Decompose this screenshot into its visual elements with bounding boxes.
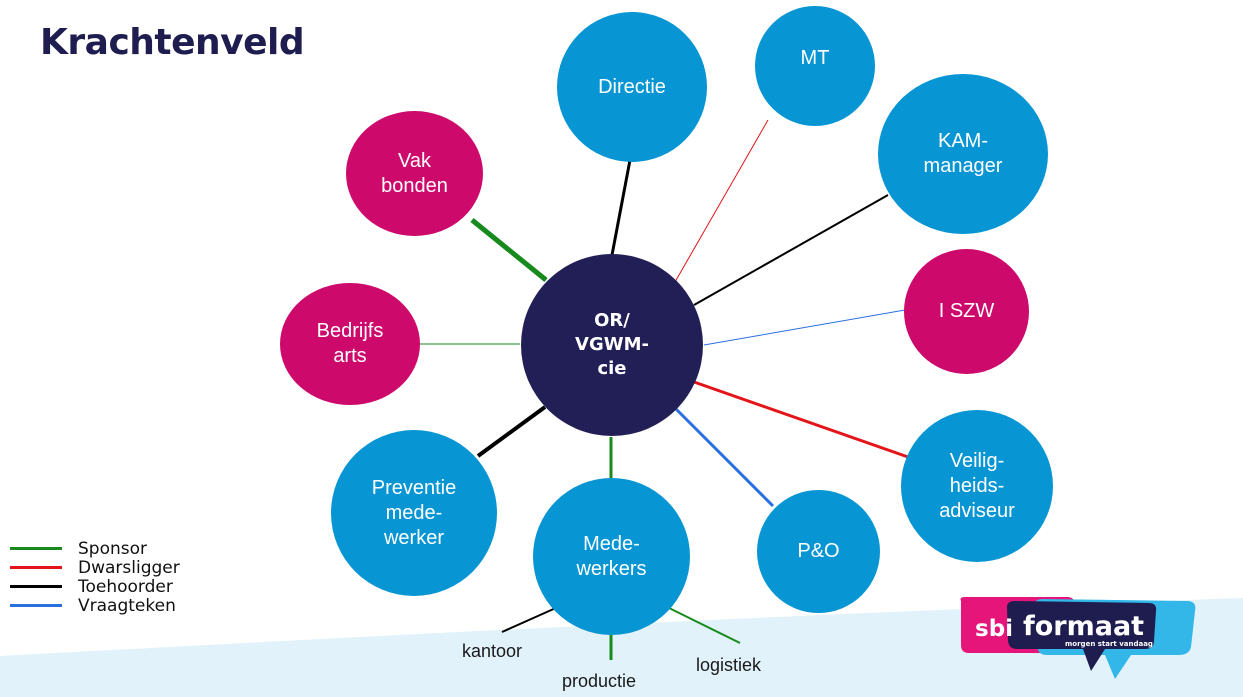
connector-preventiemedewerker (476, 405, 547, 458)
legend-label-toehoorder: Toehoorder (78, 576, 173, 597)
connector-directie (610, 159, 632, 256)
legend-label-vraagteken: Vraagteken (78, 595, 176, 616)
legend: Sponsor Dwarsligger Toehoorder Vraagteke… (10, 538, 180, 616)
node-po: P&O (757, 490, 880, 613)
connector-logistiek (666, 606, 741, 644)
node-label-mt: MT (800, 46, 830, 69)
node-veiligheidsadviseur: Veilig- heids- adviseur (901, 410, 1053, 562)
node-label-bedrijfsarts: Bedrijfs arts (316, 320, 384, 367)
logo-text-formaat: formaat (1023, 611, 1144, 642)
node-kam-manager: KAM- manager (878, 74, 1048, 234)
connector-mt (674, 119, 769, 283)
legend-swatch-vraagteken (10, 604, 62, 607)
legend-swatch-dwarsligger (10, 566, 62, 569)
connector-kantoor (501, 606, 559, 633)
logo-tagline: morgen start vandaag (1065, 640, 1153, 648)
connector-iszw (703, 309, 906, 346)
node-label-iszw: I SZW (938, 300, 995, 322)
node-mt: MT (755, 6, 875, 126)
center-node-label: OR/ VGWM- cie (575, 310, 649, 379)
branch-label-logistiek: logistiek (696, 655, 762, 675)
logo-text-sbi: sbi (975, 616, 1013, 642)
node-label-directie: Directie (598, 75, 666, 98)
sbi-formaat-logo: sbi formaat morgen start vandaag (960, 597, 1196, 679)
node-label-vakbonden: Vak bonden (381, 149, 448, 197)
connector-po (674, 407, 775, 508)
node-bedrijfsarts: Bedrijfs arts (280, 283, 420, 405)
connector-kam-manager (693, 194, 889, 306)
center-node-or-vgwm-cie: OR/ VGWM- cie (521, 254, 703, 436)
node-vakbonden: Vak bonden (346, 111, 483, 236)
node-label-kam-manager: KAM- manager (923, 130, 1003, 177)
node-label-po: P&O (797, 540, 840, 562)
page-title: Krachtenveld (40, 22, 305, 63)
node-label-veiligheidsadviseur: Veilig- heids- adviseur (939, 449, 1015, 522)
connector-veiligheidsadviseur (693, 380, 909, 459)
legend-item-vraagteken: Vraagteken (10, 595, 180, 616)
legend-item-sponsor: Sponsor (10, 538, 180, 559)
connector-vakbonden (470, 218, 548, 282)
legend-swatch-sponsor (10, 547, 62, 550)
legend-item-dwarsligger: Dwarsligger (10, 557, 180, 578)
branch-label-kantoor: kantoor (462, 641, 523, 661)
branch-label-productie: productie (562, 671, 637, 691)
logo-navy-bubble (1007, 601, 1157, 671)
legend-item-toehoorder: Toehoorder (10, 576, 180, 597)
node-directie: Directie (557, 12, 707, 162)
legend-swatch-toehoorder (10, 585, 62, 588)
node-label-medewerkers: Mede- werkers (576, 532, 647, 580)
node-preventiemedewerker: Preventie mede- werker (331, 430, 497, 596)
node-iszw: I SZW (904, 249, 1029, 374)
node-label-preventiemedewerker: Preventie mede- werker (371, 476, 457, 549)
node-medewerkers: Mede- werkers (533, 478, 690, 635)
legend-label-sponsor: Sponsor (78, 538, 148, 559)
legend-label-dwarsligger: Dwarsligger (78, 557, 180, 578)
